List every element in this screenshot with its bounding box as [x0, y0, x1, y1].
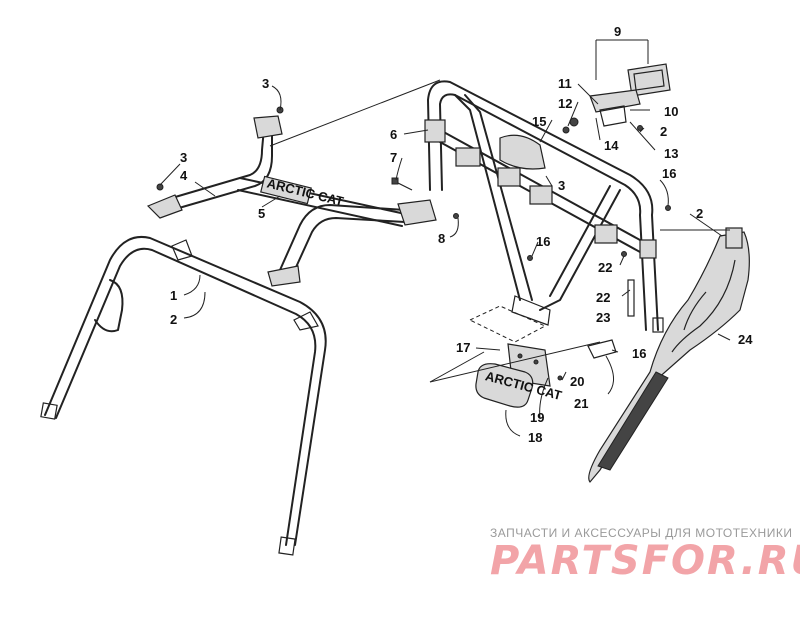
callout-24: 23: [596, 310, 610, 325]
callout-16: 16: [632, 346, 646, 361]
callout-11: 11: [558, 76, 572, 91]
leader-lines: [159, 39, 731, 437]
callout-22: 22: [598, 260, 612, 275]
callout-2: 2: [170, 312, 177, 327]
light-assembly: [562, 63, 671, 134]
callout-3: 3: [262, 76, 269, 91]
upper-brace: ARCTIC CAT: [146, 115, 437, 287]
watermark-logo: PARTSFOR.RU: [490, 538, 800, 584]
callout-21: 21: [574, 396, 588, 411]
callout-4: 4: [180, 168, 188, 183]
callout-3: 3: [180, 150, 187, 165]
callout-13: 13: [664, 146, 678, 161]
callout-14: 14: [604, 138, 619, 153]
callout-2: 2: [660, 124, 667, 139]
callout-19: 19: [530, 410, 544, 425]
callout-17: 17: [456, 340, 470, 355]
callout-labels: 3 3 4 5 1 2 6 7 8 9 10 11 12 2 13 14 15 …: [170, 24, 753, 445]
callout-10: 10: [664, 104, 678, 119]
callout-15: 15: [532, 114, 546, 129]
callout-18: 18: [528, 430, 542, 445]
callout-20: 20: [570, 374, 584, 389]
callout-6: 6: [390, 127, 397, 142]
watermark-tagline: ЗАПЧАСТИ И АКСЕССУАРЫ ДЛЯ МОТОТЕХНИКИ: [490, 526, 793, 540]
callout-16: 16: [662, 166, 676, 181]
callout-2: 2: [696, 206, 703, 221]
callout-16: 16: [536, 234, 550, 249]
callout-12: 12: [558, 96, 572, 111]
callout-23: 22: [596, 290, 610, 305]
callout-25: 24: [738, 332, 753, 347]
callout-5: 5: [258, 206, 265, 221]
callout-1: 1: [170, 288, 177, 303]
callout-8: 8: [438, 231, 445, 246]
callout-3: 3: [558, 178, 565, 193]
callout-7: 7: [390, 150, 397, 165]
callout-9: 9: [614, 24, 621, 39]
front-roll-bar: [40, 236, 327, 556]
rear-roll-cage: [424, 80, 664, 333]
side-net-panel: [588, 227, 750, 483]
